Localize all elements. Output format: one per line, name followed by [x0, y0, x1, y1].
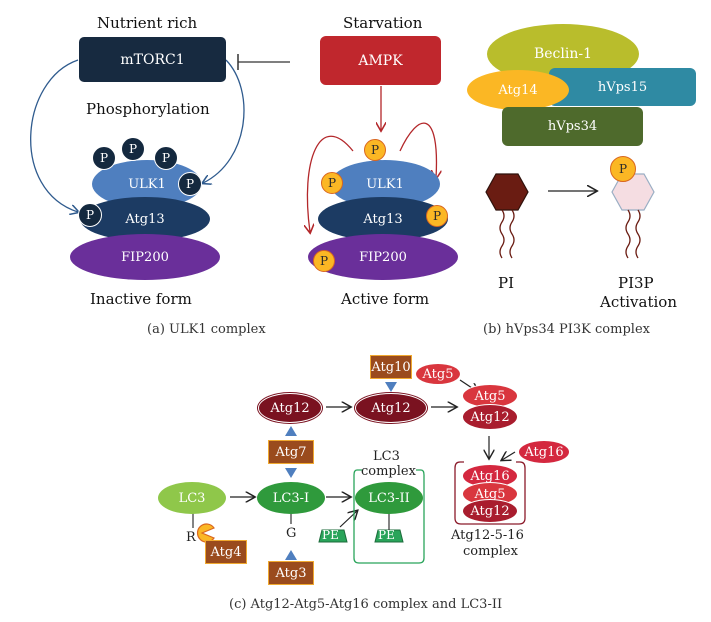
phosphorylation-label: Phosphorylation: [86, 100, 210, 118]
p-orange-3: P: [426, 205, 448, 227]
pi-tail-2: [509, 209, 515, 259]
p-orange-4: P: [313, 250, 335, 272]
p-dark-3: P: [154, 146, 178, 170]
atg12-pair-ellipse: Atg12: [462, 404, 518, 430]
arrow-atg16-to-stack: [502, 452, 516, 460]
pi3p-tail-1: [625, 209, 631, 259]
pe-left-shape: [318, 529, 348, 543]
lc3-ellipse: LC3: [158, 482, 226, 514]
lc3i-ellipse: LC3-I: [257, 482, 325, 514]
hvps34-box: hVps34: [502, 107, 643, 146]
lc3-complex-line2: complex: [361, 464, 416, 479]
p-dark-2: P: [121, 137, 145, 161]
p-orange-1: P: [364, 139, 386, 161]
pe-right-shape: [374, 529, 404, 543]
complex-line2: complex: [463, 544, 518, 559]
lc3-complex-bracket: [353, 469, 425, 564]
atg5-top-ellipse: Atg5: [415, 363, 461, 385]
red-curve-right: [399, 122, 436, 178]
hvps15-box: hVps15: [549, 68, 696, 106]
pe-left-label: PE: [322, 528, 339, 542]
atg7-up-triangle: [285, 426, 297, 436]
caption-c: (c) Atg12-Atg5-Atg16 complex and LC3-II: [229, 597, 503, 612]
pi-hexagon: [485, 173, 529, 211]
p-dark-4: P: [178, 172, 202, 196]
atg10-triangle: [385, 382, 397, 392]
blue-curve-right: [203, 59, 245, 183]
atg10-box: Atg10: [370, 355, 412, 379]
lc3-complex-line1: LC3: [373, 449, 400, 464]
pi-label: PI: [498, 274, 515, 292]
atg4-box: Atg4: [205, 540, 247, 564]
ampk-box: AMPK: [320, 36, 441, 85]
r-label: R: [186, 530, 196, 545]
red-curve-left: [307, 135, 354, 232]
atg3-triangle: [285, 550, 297, 560]
mtorc1-box: mTORC1: [79, 37, 226, 82]
p-orange-pi3p: P: [610, 156, 636, 182]
atg13-inactive: Atg13: [80, 197, 210, 241]
pi3p-tail-2: [635, 209, 641, 259]
atg3-box: Atg3: [268, 561, 314, 585]
p-orange-2: P: [321, 172, 343, 194]
lc3ii-ellipse: LC3-II: [355, 482, 423, 514]
inactive-form-label: Inactive form: [90, 290, 192, 308]
active-form-label: Active form: [341, 290, 430, 308]
fip200-inactive: FIP200: [70, 234, 220, 280]
atg7-down-triangle: [285, 468, 297, 478]
atg16-in-ellipse: Atg16: [518, 440, 570, 464]
p-dark-5: P: [78, 203, 102, 227]
atg12-mid-ellipse: Atg12: [355, 393, 427, 423]
nutrient-rich-label: Nutrient rich: [97, 14, 198, 32]
pe-right-label: PE: [378, 528, 395, 542]
pi3p-label: PI3P: [618, 274, 654, 292]
caption-b: (b) hVps34 PI3K complex: [483, 322, 650, 337]
activation-label: Activation: [600, 293, 677, 311]
atg12-complex-bracket: [454, 461, 526, 525]
atg14-ellipse: Atg14: [467, 70, 569, 110]
caption-a: (a) ULK1 complex: [147, 322, 266, 337]
pi-tail-1: [499, 209, 505, 259]
stack-atg12-ellipse: Atg12: [462, 499, 518, 523]
g-label: G: [286, 526, 297, 541]
p-dark-1: P: [92, 146, 116, 170]
complex-line1: Atg12-5-16: [451, 528, 524, 543]
blue-curve-left: [30, 59, 78, 212]
atg7-box: Atg7: [268, 440, 314, 464]
atg12-left-ellipse: Atg12: [258, 393, 322, 423]
starvation-label: Starvation: [343, 14, 423, 32]
